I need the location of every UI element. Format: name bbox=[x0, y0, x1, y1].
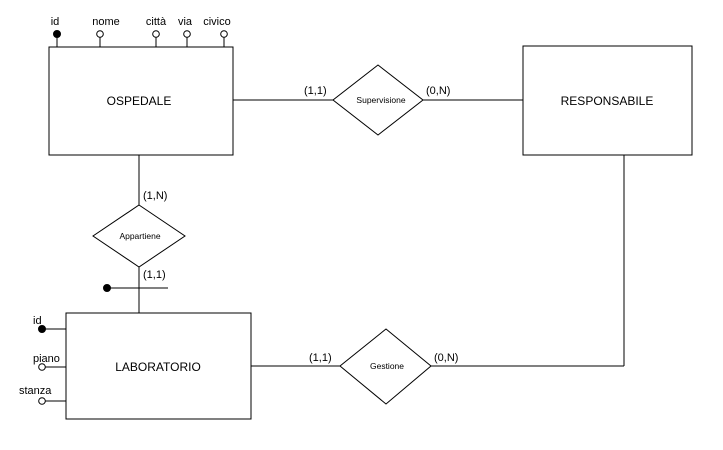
entity-responsabile[interactable]: RESPONSABILE bbox=[522, 45, 693, 156]
entity-ospedale-box[interactable] bbox=[48, 46, 234, 156]
attr-dot-lab-id bbox=[38, 325, 46, 333]
cardinality-laboratorio-gestione: (1,1) bbox=[309, 352, 332, 364]
cardinality-ospedale-appartiene: (1,N) bbox=[143, 190, 167, 202]
attr-dot-lab-piano bbox=[38, 363, 46, 371]
attr-laboratorio-piano: piano bbox=[33, 353, 60, 365]
attr-ospedale-via: via bbox=[178, 16, 193, 28]
attr-laboratorio-stanza: stanza bbox=[19, 385, 52, 397]
attr-ospedale-nome: nome bbox=[92, 16, 120, 28]
attr-dot-citta bbox=[152, 30, 160, 38]
cardinality-ospedale-supervisione: (1,1) bbox=[304, 85, 327, 97]
entity-laboratorio-label: LABORATORIO bbox=[115, 360, 201, 374]
cardinalities: (1,1) (0,N) (1,N) (1,1) (1,1) (0,N) bbox=[143, 85, 458, 364]
entity-laboratorio[interactable]: LABORATORIO bbox=[65, 312, 252, 420]
entity-laboratorio-box[interactable] bbox=[65, 312, 252, 420]
attr-dot-via bbox=[183, 30, 191, 38]
relationship-gestione-diamond[interactable] bbox=[339, 328, 432, 405]
cardinality-laboratorio-appartiene: (1,1) bbox=[143, 269, 166, 281]
entity-responsabile-box[interactable] bbox=[522, 45, 693, 156]
attr-ospedale-id: id bbox=[51, 16, 60, 28]
attr-dot-nome bbox=[96, 30, 104, 38]
cardinality-responsabile-gestione: (0,N) bbox=[434, 352, 458, 364]
relationship-supervisione-label: Supervisione bbox=[356, 95, 405, 105]
relationship-appartiene-diamond[interactable] bbox=[92, 204, 186, 268]
laboratorio-attributes: id piano stanza bbox=[19, 315, 66, 405]
attr-laboratorio-id: id bbox=[33, 315, 42, 327]
attr-ospedale-citta: città bbox=[146, 16, 167, 28]
relationship-gestione[interactable]: Gestione bbox=[339, 328, 432, 405]
attr-dot-lab-stanza bbox=[38, 397, 46, 405]
entity-ospedale-label: OSPEDALE bbox=[107, 94, 172, 108]
entity-ospedale[interactable]: OSPEDALE bbox=[48, 46, 234, 156]
relationship-appartiene[interactable]: Appartiene bbox=[92, 204, 186, 268]
attr-ospedale-civico: civico bbox=[203, 16, 231, 28]
ospedale-attributes: id nome città via civico bbox=[51, 16, 231, 47]
external-identifier-dot bbox=[103, 284, 111, 292]
relationship-supervisione[interactable]: Supervisione bbox=[332, 64, 424, 136]
relationship-gestione-label: Gestione bbox=[370, 361, 404, 371]
entity-responsabile-label: RESPONSABILE bbox=[561, 94, 654, 108]
attr-dot-civico bbox=[220, 30, 228, 38]
cardinality-responsabile-supervisione: (0,N) bbox=[426, 85, 450, 97]
attr-dot-id bbox=[53, 30, 61, 38]
relationship-supervisione-diamond[interactable] bbox=[332, 64, 424, 136]
connection-lines bbox=[103, 99, 625, 367]
relationship-appartiene-label: Appartiene bbox=[119, 231, 160, 241]
